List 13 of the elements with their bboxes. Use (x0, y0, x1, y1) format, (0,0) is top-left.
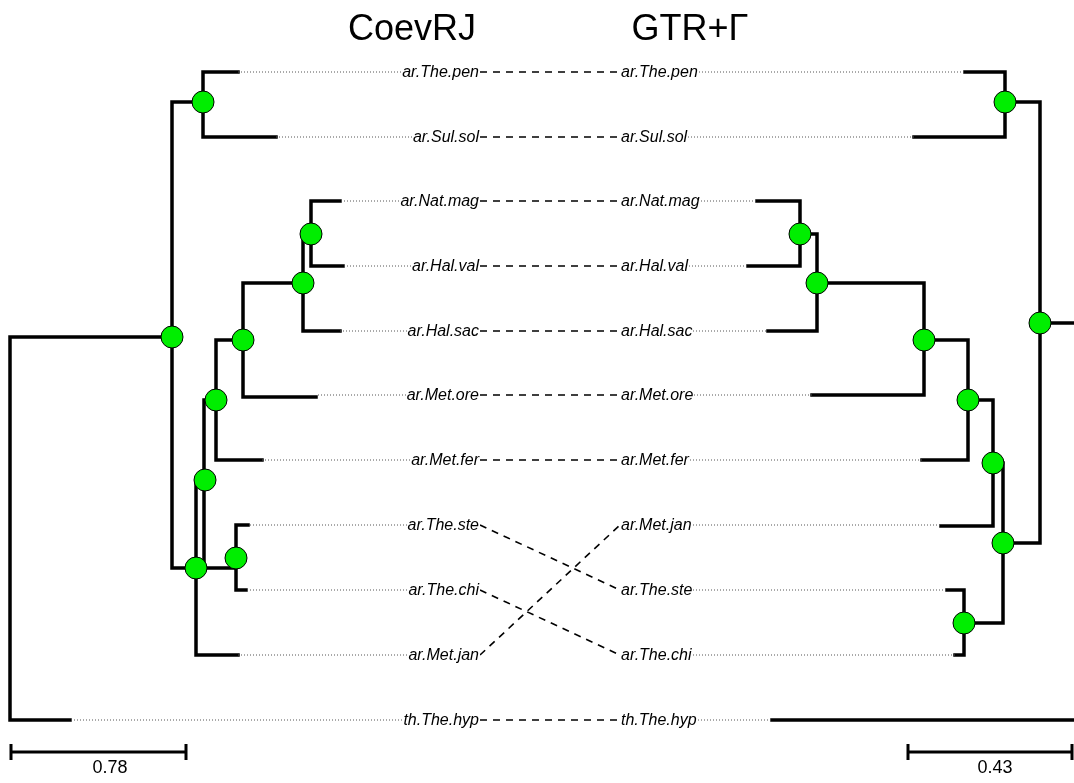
tree-heading: GTR+Γ (631, 8, 749, 48)
scale-value: 0.43 (977, 757, 1013, 777)
scale-value: 0.78 (92, 757, 128, 777)
taxon-label: th.The.hyp (620, 711, 698, 729)
taxon-label: ar.Met.jan (407, 646, 480, 664)
taxon-label: ar.The.pen (401, 63, 480, 81)
taxon-label: ar.The.pen (620, 63, 699, 81)
connector-line (479, 524, 621, 656)
taxon-label: ar.Met.jan (620, 516, 693, 534)
tree-heading: CoevRJ (348, 8, 476, 48)
taxon-label: th.The.hyp (402, 711, 480, 729)
taxon-label: ar.Nat.mag (399, 192, 480, 210)
taxon-label: ar.Nat.mag (620, 192, 701, 210)
